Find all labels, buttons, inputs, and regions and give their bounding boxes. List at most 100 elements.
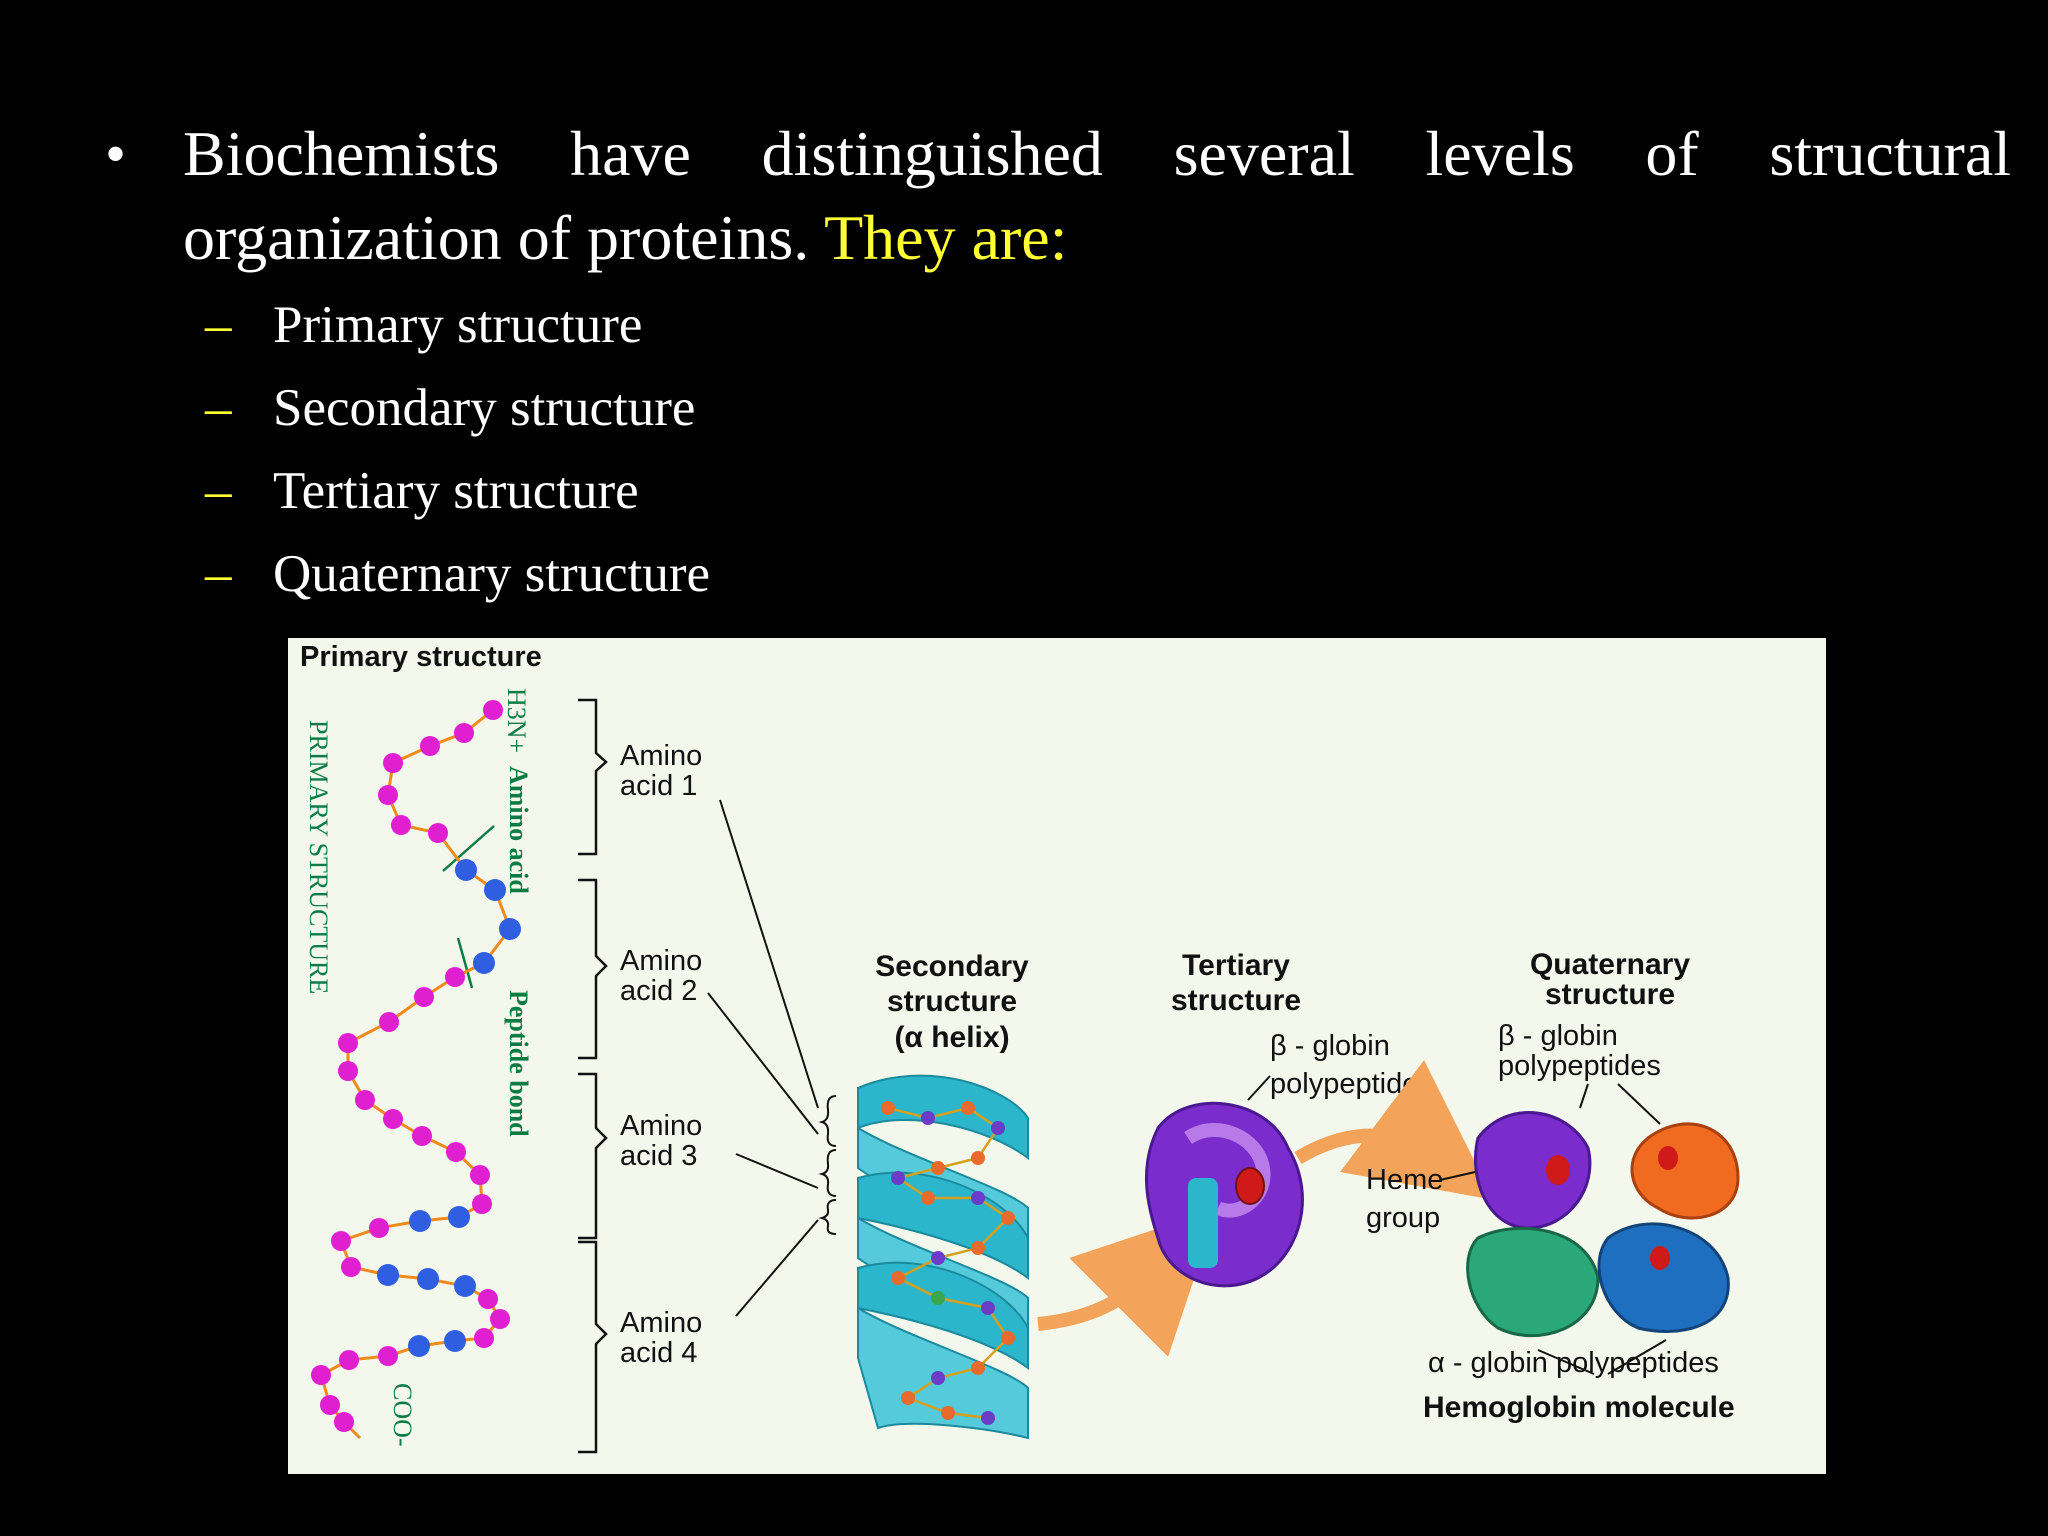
bead	[339, 1350, 359, 1370]
sub-bullet-item: –Primary structure	[205, 290, 710, 373]
bullet-word: several	[1173, 118, 1355, 189]
residue	[971, 1241, 985, 1255]
bead	[379, 1012, 399, 1032]
amino-acid-4-line2: acid 4	[620, 1337, 697, 1369]
amino-acid-1-line2: acid 1	[620, 770, 697, 802]
peptide-bond-pointer	[456, 937, 474, 989]
bead	[369, 1218, 389, 1238]
main-bullet-text: Biochemists have distinguished several l…	[183, 112, 2011, 280]
sub-bullet-item: –Quaternary structure	[205, 539, 710, 622]
residue	[931, 1291, 945, 1305]
bullet-word: structural	[1769, 118, 2012, 189]
residue	[881, 1101, 895, 1115]
helix-turn	[857, 1306, 1029, 1440]
bullet-line-1: Biochemists have distinguished several l…	[183, 112, 2011, 196]
residue	[971, 1151, 985, 1165]
beta-globin-line2: polypeptide	[1270, 1068, 1418, 1100]
beta-globin-pointer	[1247, 1075, 1271, 1101]
tertiary-line1: Tertiary	[1182, 949, 1290, 982]
helix-residues	[881, 1101, 1015, 1425]
residue	[901, 1391, 915, 1405]
residue	[981, 1411, 995, 1425]
residue	[1001, 1211, 1015, 1225]
bullet-dot-icon: •	[105, 121, 127, 187]
bead	[420, 736, 440, 756]
sub-bullet-item: –Tertiary structure	[205, 456, 710, 539]
bead	[445, 967, 465, 987]
bead	[490, 1309, 510, 1329]
protein-structure-diagram: Primary structure PRIMARY STRUCTURE H3N+…	[300, 641, 1740, 1454]
residue	[891, 1271, 905, 1285]
bead	[341, 1257, 361, 1277]
amino-acid-3-line2: acid 3	[620, 1140, 697, 1172]
connector-4	[735, 1219, 819, 1317]
dash-icon: –	[205, 379, 232, 437]
residue	[921, 1191, 935, 1205]
dash-icon: –	[205, 462, 232, 520]
bead	[338, 1061, 358, 1081]
subunit-beta-2	[1630, 1122, 1740, 1220]
alpha-globins-pointer-2	[1607, 1339, 1667, 1375]
amino-acid-1-line1: Amino	[620, 740, 702, 772]
amino-acid-2-line2: acid 2	[620, 975, 697, 1007]
secondary-line3: (α helix)	[894, 1021, 1009, 1054]
amino-acid-brackets	[578, 698, 608, 1454]
bead	[383, 1109, 403, 1129]
amino-acid-3-line1: Amino	[620, 1110, 702, 1142]
protein-structure-figure: Primary structure PRIMARY STRUCTURE H3N+…	[288, 638, 1826, 1474]
tertiary-body	[1145, 1101, 1304, 1288]
bead	[472, 1194, 492, 1214]
bullet-word: of	[1645, 118, 1699, 189]
residue	[931, 1251, 945, 1265]
heme-disc	[1546, 1155, 1570, 1185]
sub-bullet-label: Primary structure	[273, 296, 643, 354]
residue	[931, 1161, 945, 1175]
residue	[961, 1101, 975, 1115]
helix-turn	[857, 1261, 1029, 1370]
bead	[355, 1090, 375, 1110]
residue	[991, 1121, 1005, 1135]
bead	[391, 815, 411, 835]
heme-disc	[1650, 1246, 1670, 1270]
amino-acid-4-line1: Amino	[620, 1307, 702, 1339]
bullet-line-2-text: organization of proteins.	[183, 202, 810, 273]
heme-line1: Heme	[1366, 1164, 1443, 1196]
bead	[311, 1365, 331, 1385]
secondary-line1: Secondary	[875, 950, 1029, 983]
bead	[444, 1330, 466, 1352]
residue	[941, 1406, 955, 1420]
alpha-globins-pointer-1	[1537, 1349, 1595, 1375]
bead	[412, 1126, 432, 1146]
beta-globins-line2: polypeptides	[1498, 1050, 1661, 1082]
amino-acid-pointer	[442, 825, 495, 872]
bead	[338, 1033, 358, 1053]
bead	[474, 1328, 494, 1348]
bead	[478, 1289, 498, 1309]
connector-1	[719, 799, 819, 1109]
bead	[455, 859, 477, 881]
subunit-alpha-2	[1597, 1222, 1730, 1333]
sub-bullet-label: Secondary structure	[273, 379, 696, 437]
hemoglobin-label: Hemoglobin molecule	[1423, 1391, 1735, 1424]
bead	[320, 1395, 340, 1415]
bead-chain	[311, 700, 521, 1432]
residue	[971, 1191, 985, 1205]
bead	[470, 1165, 490, 1185]
sub-bullet-label: Quaternary structure	[273, 545, 711, 603]
bead	[383, 753, 403, 773]
heme-disc	[1658, 1146, 1678, 1170]
helix-braces	[818, 1095, 837, 1235]
residue	[891, 1171, 905, 1185]
bead	[377, 1264, 399, 1286]
bracket-amino-acid-1	[578, 698, 608, 856]
bead	[473, 952, 495, 974]
tertiary-loop	[1184, 1122, 1271, 1218]
connector-3	[735, 1153, 819, 1189]
beta-globins-pointer-1	[1579, 1083, 1589, 1109]
residue	[981, 1301, 995, 1315]
bead	[499, 918, 521, 940]
secondary-line2: structure	[887, 985, 1017, 1018]
primary-structure-vertical-label: PRIMARY STRUCTURE	[304, 720, 333, 994]
residue	[1001, 1331, 1015, 1345]
brace-2	[818, 1149, 837, 1197]
